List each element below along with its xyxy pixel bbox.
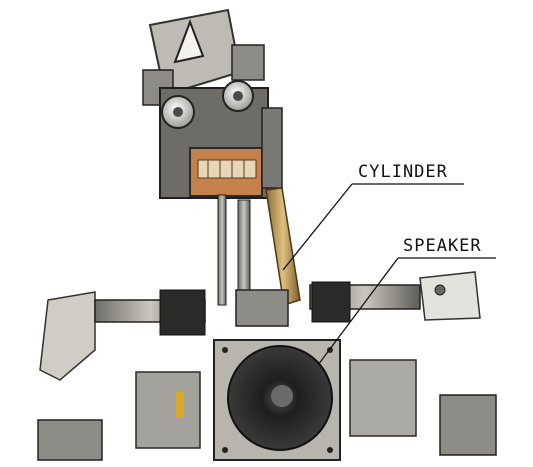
- right-shoulder-plate: [419, 271, 481, 321]
- torso-left-box: [135, 371, 201, 449]
- cylinder-body: [265, 187, 301, 306]
- left-shoulder-bracket: [39, 291, 96, 381]
- head-top-triangle: [173, 19, 205, 64]
- torso-right-box: [349, 359, 417, 437]
- head-right-rail: [261, 107, 283, 189]
- callout-lines: [282, 183, 496, 366]
- head-assembly: [142, 8, 283, 199]
- speaker-dust-cap: [271, 385, 293, 407]
- callout-cylinder-label: CYLINDER: [358, 162, 448, 182]
- speaker-leader-line: [317, 257, 399, 366]
- jaw-teeth: [197, 159, 257, 179]
- torso-left-label: [176, 392, 184, 418]
- neck-rod-left: [217, 194, 227, 306]
- torso-assembly: [37, 339, 497, 461]
- right-shoulder-bolt: [434, 284, 446, 296]
- right-arm-joint: [439, 394, 497, 456]
- shoulder-assembly: [39, 271, 481, 381]
- head-side-bracket-right: [231, 44, 265, 81]
- neck-base-block: [235, 289, 289, 327]
- left-eye-pupil: [173, 107, 183, 117]
- cylinder-leader-line: [282, 183, 353, 271]
- right-eye-pupil: [233, 91, 243, 101]
- callout-speaker-label: SPEAKER: [403, 236, 482, 256]
- left-arm-joint: [37, 419, 103, 461]
- left-shoulder-motor: [159, 289, 206, 336]
- neck-assembly: [217, 187, 301, 327]
- right-shoulder-motor: [311, 281, 351, 323]
